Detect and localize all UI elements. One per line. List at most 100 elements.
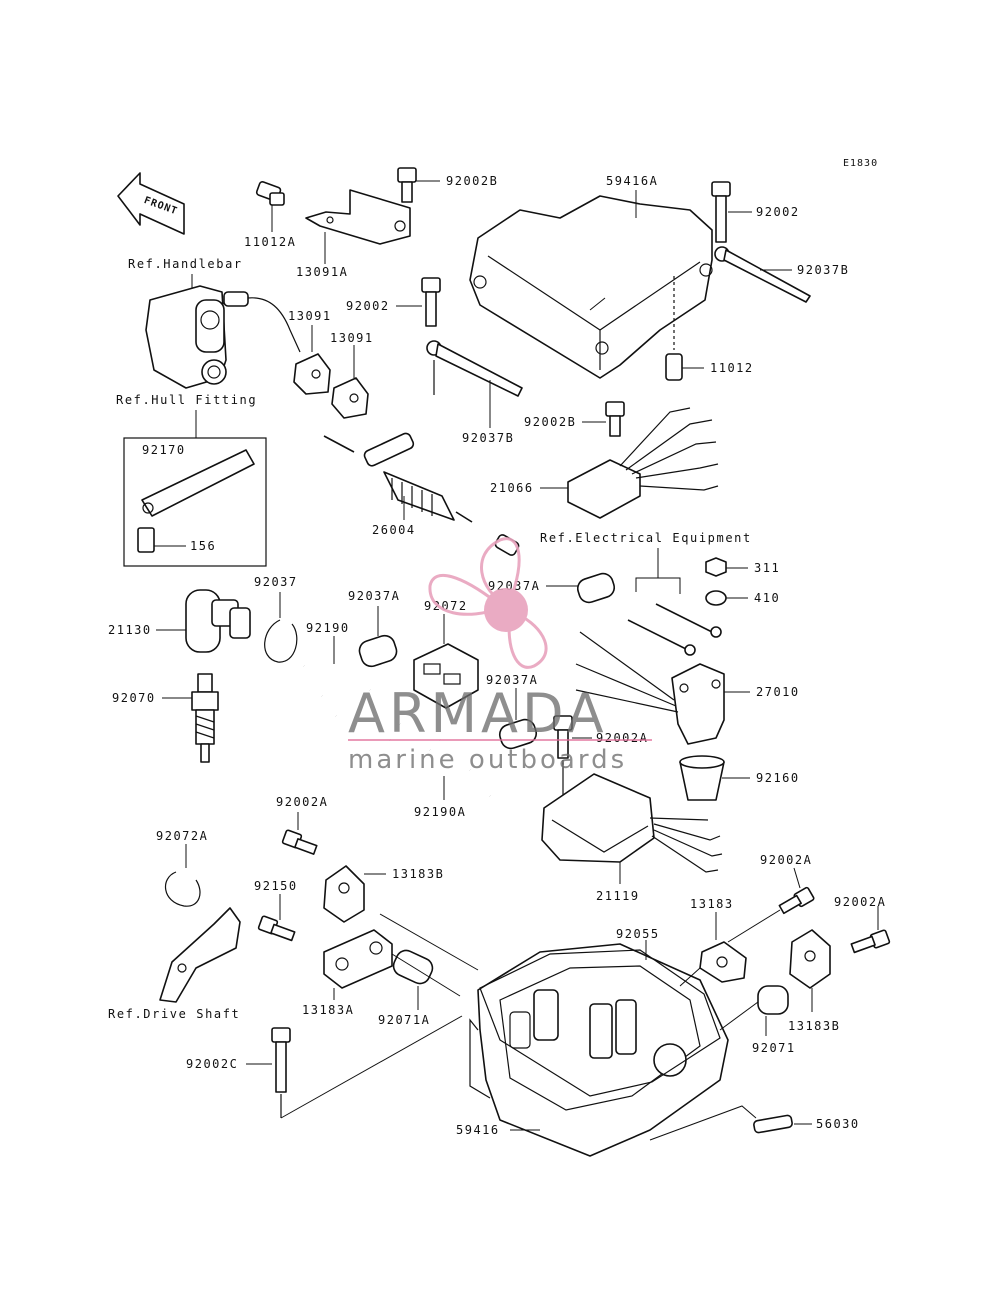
label-92071: 92071 [752,1041,796,1055]
stay-92170-drawing [141,449,255,517]
label-11012: 11012 [710,361,754,375]
diagram-code: E1830 [843,158,878,169]
label-59416A: 59416A [606,174,658,188]
label-92055: 92055 [616,927,660,941]
label-11012A: 11012A [244,235,296,249]
bolt-92002A-r2-drawing [850,929,891,954]
bracket-13183B-right-drawing [789,929,831,989]
tubes-92190-drawing [302,662,550,824]
label-13091-b: 13091 [330,331,374,345]
label-13183: 13183 [690,897,734,911]
plug-cap-21130-drawing [185,589,251,653]
label-92037B-right: 92037B [797,263,849,277]
label-21130: 21130 [108,623,152,637]
label-27010: 27010 [756,685,800,699]
watermark-brand: ARMADA [348,682,608,745]
part-11012A-drawing [255,180,285,206]
bolt-156-drawing [137,527,155,553]
label-13091A: 13091A [296,265,348,279]
ref-hull-fitting: Ref.Hull Fitting [116,393,257,407]
bracket-13183B-left-drawing [323,865,365,923]
part-13091A-bracket-drawing [305,189,411,245]
label-92037B-mid: 92037B [462,431,514,445]
plate-13183A-drawing [323,929,393,989]
drive-shaft-bracket-drawing [159,907,241,1003]
gasket-92055-drawing [479,949,721,1097]
label-92037A-a: 92037A [348,589,400,603]
damper-13091-a-drawing [293,353,331,395]
ignition-case-59416-drawing [469,943,729,1157]
strap-92037B-right-drawing [714,246,811,303]
label-26004: 26004 [372,523,416,537]
label-92190A: 92190A [414,805,466,819]
label-13091-a: 13091 [288,309,332,323]
bolt-92002C-drawing [271,1027,291,1118]
spark-plug-92070-drawing [191,673,219,763]
washer-410-icon [705,590,727,606]
bolt-92002B-mid-drawing [605,401,625,437]
watermark: ARMADA marine outboards [348,537,652,775]
propeller-logo-icon [428,537,548,669]
label-92002A-r2: 92002A [834,895,886,909]
label-311: 311 [754,561,780,575]
relay-27010-drawing [575,631,725,745]
ignition-cover-59416A-drawing [469,195,713,379]
front-arrow-icon: FRONT [117,172,185,235]
label-92002A-mid: 92002A [596,731,648,745]
handlebar-switch-drawing [145,285,301,389]
damper-13091-b-drawing [331,377,369,419]
label-92002C: 92002C [186,1057,238,1071]
bolt-92002-mid-drawing [421,277,441,327]
label-92002-mid: 92002 [346,299,390,313]
label-92072A: 92072A [156,829,208,843]
label-410: 410 [754,591,780,605]
damper-92071-drawing [757,985,789,1015]
holder-92072-drawing [413,643,479,709]
label-92190: 92190 [306,621,350,635]
label-92002-right: 92002 [756,205,800,219]
band-92072A-drawing [165,871,201,907]
label-92170: 92170 [142,443,186,457]
ref-drive-shaft: Ref.Drive Shaft [108,1007,240,1021]
label-13183B-right: 13183B [788,1019,840,1033]
collar-11012-drawing [665,276,683,381]
label-21119: 21119 [596,889,640,903]
grommet-56030-drawing [753,1114,793,1134]
label-92150: 92150 [254,879,298,893]
label-59416: 59416 [456,1123,500,1137]
label-92002B-mid: 92002B [524,415,576,429]
label-56030: 56030 [816,1117,860,1131]
watermark-tagline: marine outboards [348,745,627,775]
label-156: 156 [190,539,216,553]
label-13183A: 13183A [302,1003,354,1017]
hull-fitting-box [123,437,267,567]
bolt-92150-drawing [257,915,296,942]
label-13183B-left: 13183B [392,867,444,881]
label-92070: 92070 [112,691,156,705]
bolt-92002-right-drawing [711,181,731,243]
label-92160: 92160 [756,771,800,785]
nut-311-icon [705,557,727,577]
ref-electrical-equipment: Ref.Electrical Equipment [540,531,752,545]
bolt-92002A-r1-drawing [778,886,815,915]
clamp-92037-drawing [264,619,298,663]
label-21066: 21066 [490,481,534,495]
clamp-92037A-b-drawing [576,572,616,604]
label-92037A-c: 92037A [486,673,538,687]
label-92037: 92037 [254,575,298,589]
ignition-coil-21119-drawing [541,773,723,873]
cables-electrical-drawing [627,603,722,656]
regulator-21066-drawing [567,407,719,519]
ref-handlebar: Ref.Handlebar [128,257,243,271]
label-92002A-r1: 92002A [760,853,812,867]
bracket-13183-drawing [699,941,747,983]
bolt-92002B-top-drawing [397,167,417,203]
label-92002A-left: 92002A [276,795,328,809]
sleeve-92160-drawing [679,755,725,801]
clamp-92037A-a-drawing [358,634,398,668]
label-92002B-top: 92002B [446,174,498,188]
bolt-92002A-left-drawing [281,829,318,855]
strap-92037B-mid-drawing [426,340,523,397]
label-92071A: 92071A [378,1013,430,1027]
